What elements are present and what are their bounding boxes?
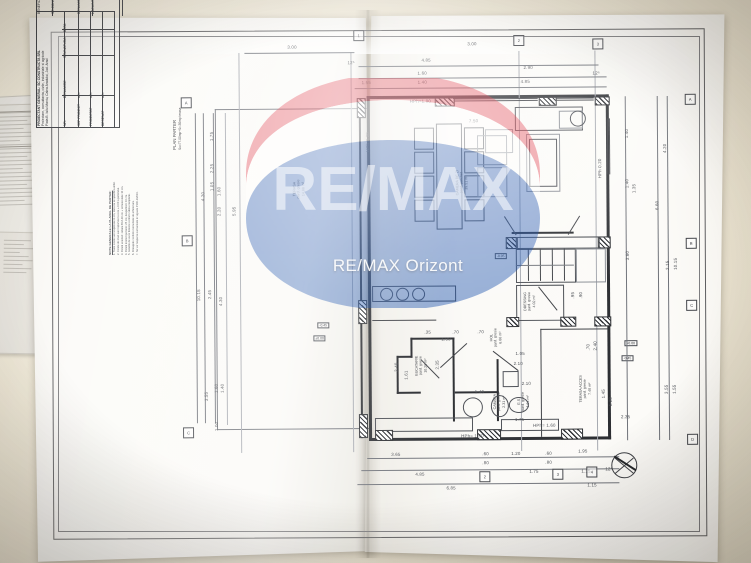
watermark-caption: RE/MAX Orizont [268,256,528,276]
